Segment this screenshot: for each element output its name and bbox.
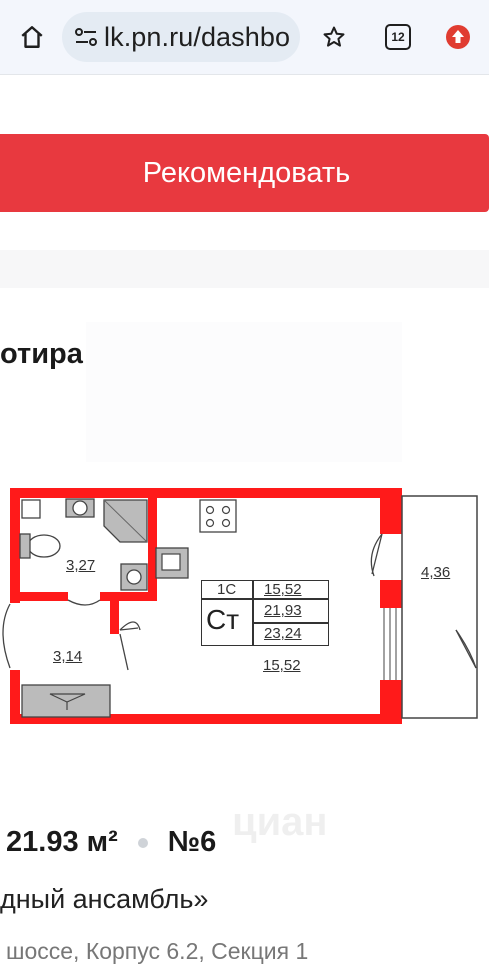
- code-divider: [252, 622, 329, 624]
- recommend-button[interactable]: Рекомендовать: [0, 134, 489, 212]
- area-value: 21.93 м²: [6, 826, 118, 858]
- browser-toolbar: lk.pn.ru/dashbo 12: [0, 0, 489, 75]
- update-icon: [446, 25, 470, 49]
- separator-dot: [137, 837, 148, 848]
- room-main-label: 15,52: [263, 657, 301, 674]
- apartment-info-line: 21.93 м² №6: [6, 826, 216, 859]
- code-divider: [252, 580, 254, 646]
- star-icon: [323, 26, 345, 47]
- code-living-area: 15,52: [264, 581, 302, 598]
- room-bath-label: 3,27: [66, 557, 96, 574]
- apartment-code-box: [201, 580, 329, 646]
- tabs-icon: 12: [385, 24, 411, 50]
- update-button[interactable]: [440, 20, 476, 54]
- home-button[interactable]: [12, 19, 52, 55]
- tabs-button[interactable]: 12: [382, 20, 414, 54]
- address-text: шоссе, Корпус 6.2, Секция 1: [6, 938, 309, 964]
- address-bar[interactable]: lk.pn.ru/dashbo: [62, 12, 300, 62]
- complex-name: дный ансамбль»: [0, 884, 209, 914]
- floor-plan-drawing: [2, 488, 478, 724]
- code-building: 1С: [217, 581, 237, 598]
- code-total-balcony-area: 23,24: [264, 625, 302, 642]
- bookmark-button[interactable]: [318, 19, 350, 55]
- section-title: отира: [0, 338, 83, 370]
- floor-plan[interactable]: 3,27 3,14 4,36 15,52 1С Ст 15,52 21,93 2…: [0, 480, 489, 730]
- image-placeholder: [86, 322, 402, 462]
- room-balcony-label: 4,36: [421, 564, 451, 581]
- watermark-text: циан: [232, 800, 328, 844]
- code-total-area: 21,93: [264, 602, 302, 619]
- home-icon: [21, 26, 43, 48]
- apartment-number: №6: [167, 826, 217, 858]
- code-type: Ст: [206, 604, 240, 635]
- code-divider: [201, 598, 329, 600]
- room-hall-label: 3,14: [53, 648, 83, 665]
- tune-icon: [75, 28, 97, 46]
- url-text: lk.pn.ru/dashbo: [104, 22, 291, 52]
- divider-strip: [0, 250, 489, 288]
